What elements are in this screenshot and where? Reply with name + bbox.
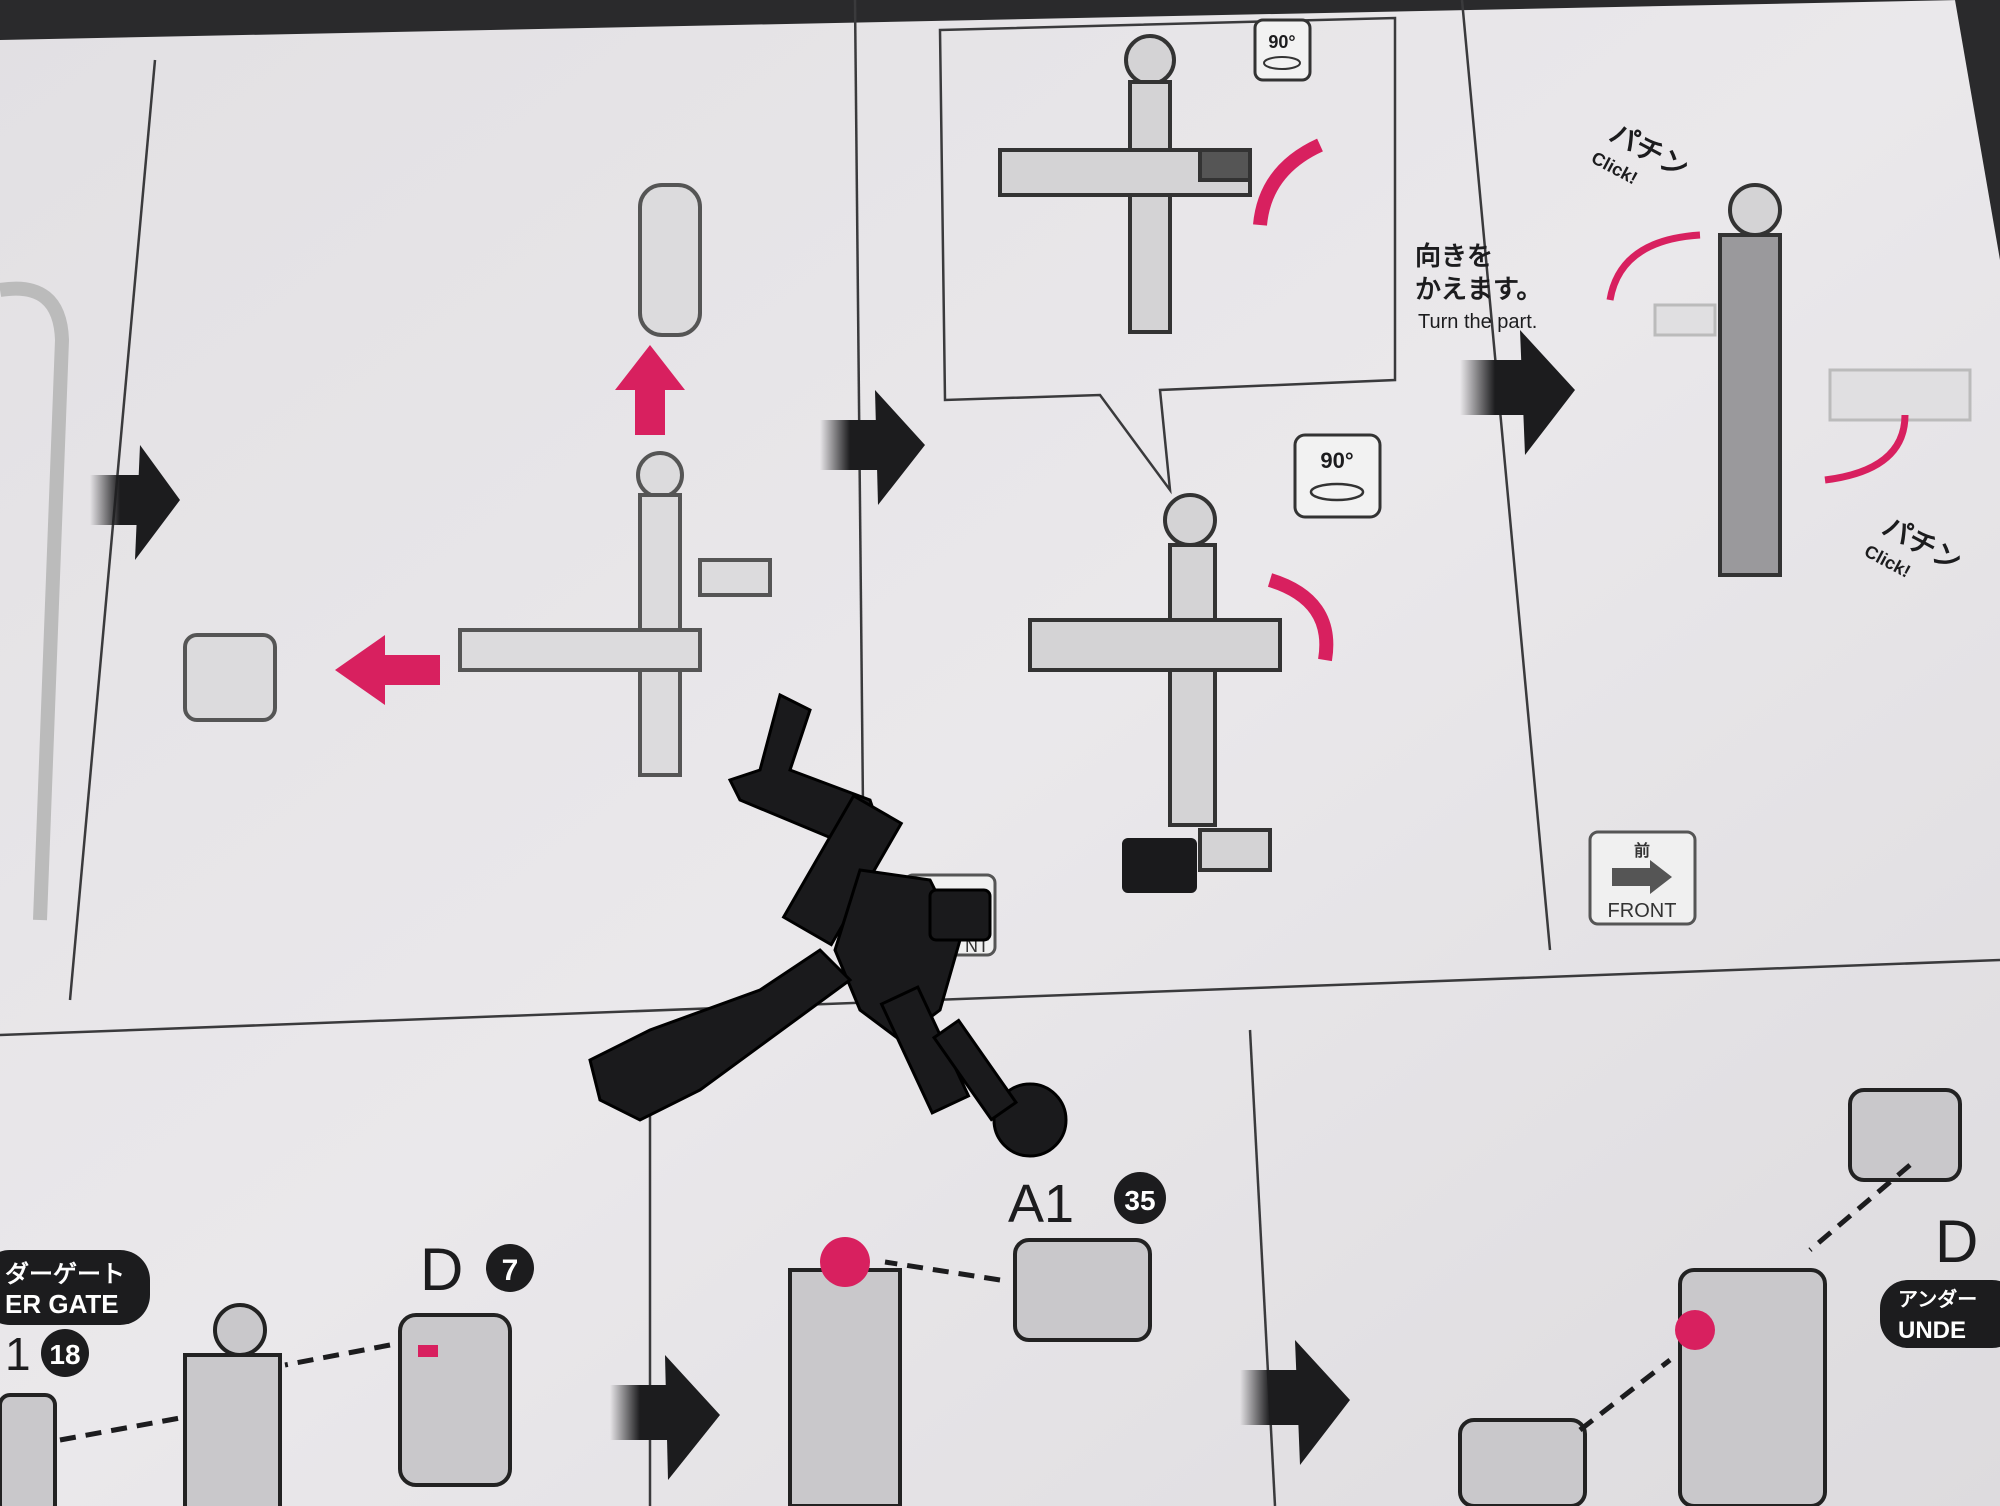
small-black-part bbox=[1122, 838, 1197, 893]
pink-turn-arrow-2 bbox=[1824, 414, 1909, 484]
assembly-dashed-arrow bbox=[884, 1259, 1001, 1283]
front-indicator: 前 FRONT bbox=[1588, 830, 1697, 926]
pink-turn-arrow-1 bbox=[1606, 231, 1701, 301]
rotate-icon bbox=[1263, 56, 1301, 70]
instruction-jp-line1: 向きを bbox=[1415, 241, 1493, 272]
part-code-left: 1 bbox=[5, 1328, 31, 1380]
frame-part-illustration-left bbox=[183, 183, 772, 777]
assembly-dashed-arrow bbox=[284, 1342, 391, 1368]
flow-arrow-4 bbox=[610, 1355, 720, 1480]
instruction-jp-line2: かえます。 bbox=[1415, 275, 1542, 305]
callout-box bbox=[938, 16, 1397, 495]
under-gate-jp: ダーゲート bbox=[5, 1260, 125, 1288]
assembly-dashed-arrow bbox=[1578, 1358, 1672, 1432]
front-jp: 前 bbox=[1634, 841, 1650, 860]
table-edge-right bbox=[1955, 0, 2000, 260]
rotate-angle-label: 90° bbox=[1268, 32, 1295, 52]
faded-runner-part bbox=[0, 281, 70, 921]
rotate-arrow-icon-2 bbox=[1267, 573, 1334, 662]
part-number-badge-a1: 35 bbox=[1114, 1172, 1166, 1224]
part-illustrations-bottom-middle bbox=[788, 1238, 1152, 1506]
black-plastic-frame-part bbox=[588, 692, 1068, 1158]
under-gate-en: ER GATE bbox=[5, 1289, 119, 1319]
part-number-badge-d: 7 bbox=[486, 1244, 534, 1292]
under-gate-badge-right: アンダー UNDE bbox=[1880, 1280, 2000, 1348]
pink-joint-ball bbox=[1675, 1310, 1715, 1350]
part-illustrations-bottom-left bbox=[0, 1303, 512, 1506]
part-code-d: D bbox=[420, 1236, 463, 1303]
front-arrow-icon bbox=[1612, 860, 1672, 894]
assembly-dashed-arrow bbox=[1808, 1163, 1912, 1252]
flow-arrow-5 bbox=[1240, 1340, 1350, 1465]
flow-arrow-1 bbox=[90, 445, 180, 560]
part-number: 35 bbox=[1124, 1185, 1155, 1216]
gate-mark bbox=[418, 1345, 438, 1357]
part-code-d-right: D bbox=[1935, 1208, 1978, 1275]
flow-arrow-2 bbox=[820, 390, 925, 505]
under-gate-jp: アンダー bbox=[1898, 1287, 1977, 1311]
rotate-badge-1: 90° bbox=[1253, 18, 1312, 82]
pink-joint-ball bbox=[820, 1237, 870, 1287]
turned-part-illustration bbox=[1653, 183, 1972, 577]
part-illustrations-bottom-right bbox=[1458, 1088, 1962, 1506]
rotate-arrow-icon bbox=[1253, 138, 1324, 226]
under-gate-en: UNDE bbox=[1898, 1317, 1966, 1344]
part-number-badge-left: 18 bbox=[41, 1329, 89, 1377]
frame-part-illustration-middle bbox=[1028, 493, 1282, 872]
under-gate-badge: ダーゲート ER GATE bbox=[0, 1250, 150, 1325]
rotate-badge-2: 90° bbox=[1293, 433, 1382, 519]
assembly-dashed-arrow bbox=[59, 1415, 181, 1443]
part-number: 18 bbox=[49, 1339, 80, 1370]
part-number: 7 bbox=[502, 1254, 519, 1287]
front-en: FRONT bbox=[1608, 900, 1677, 922]
rotate-icon bbox=[1309, 482, 1365, 502]
instruction-en: Turn the part. bbox=[1418, 311, 1537, 333]
pink-arrows-left bbox=[335, 345, 685, 705]
part-code-a1: A1 bbox=[1008, 1174, 1074, 1234]
frame-part-illustration-callout bbox=[998, 34, 1252, 334]
rotate-angle-label: 90° bbox=[1320, 448, 1353, 473]
flow-arrow-3 bbox=[1460, 330, 1575, 455]
